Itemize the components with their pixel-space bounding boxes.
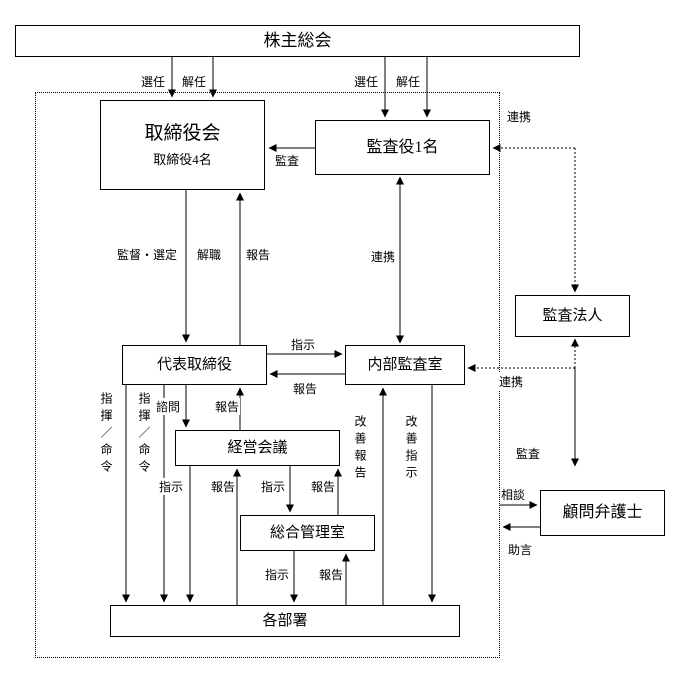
node-management-meeting: 経営会議 bbox=[175, 430, 340, 466]
label-advice: 助言 bbox=[507, 541, 534, 558]
node-general-management-office: 総合管理室 bbox=[240, 515, 375, 551]
label-report-from-management: 報告 bbox=[214, 398, 241, 415]
departments-label: 各部署 bbox=[262, 613, 308, 629]
label-dismiss-auditor: 解任 bbox=[395, 73, 422, 90]
label-command-2: 指揮／命令 bbox=[136, 392, 153, 477]
label-dismiss-rep: 解職 bbox=[196, 246, 223, 263]
corporate-auditor-label: 監査役1名 bbox=[366, 138, 439, 156]
label-consult-management: 諮問 bbox=[155, 398, 182, 415]
label-instruct-departments: 指示 bbox=[158, 478, 185, 495]
label-report-from-departments: 報告 bbox=[210, 478, 237, 495]
label-general-instruct-departments: 指示 bbox=[264, 566, 291, 583]
label-cooperation-auditor-auditfirm: 連携 bbox=[506, 108, 533, 125]
legal-advisor-label: 顧問弁護士 bbox=[562, 504, 643, 522]
node-representative-director: 代表取締役 bbox=[122, 345, 267, 385]
internal-audit-office-label: 内部監査室 bbox=[367, 357, 443, 373]
node-board-of-directors: 取締役会 取締役4名 bbox=[100, 100, 265, 190]
shareholders-meeting-label: 株主総会 bbox=[263, 30, 332, 50]
label-audit-of-board: 監査 bbox=[274, 152, 301, 169]
label-report-to-board: 報告 bbox=[245, 246, 272, 263]
label-supervise-select: 監督・選定 bbox=[116, 246, 179, 263]
management-meeting-label: 経営会議 bbox=[227, 440, 288, 456]
node-shareholders-meeting: 株主総会 bbox=[15, 25, 580, 57]
label-instruct-internal: 指示 bbox=[290, 336, 317, 353]
node-corporate-auditor: 監査役1名 bbox=[315, 120, 490, 175]
label-cooperation-auditor-internal: 連携 bbox=[370, 248, 397, 265]
board-of-directors-label: 取締役会 bbox=[144, 122, 221, 144]
label-report-from-internal: 報告 bbox=[292, 380, 319, 397]
label-improvement-instruction: 改善指示 bbox=[403, 415, 420, 483]
label-departments-report-general: 報告 bbox=[318, 566, 345, 583]
node-internal-audit-office: 内部監査室 bbox=[345, 345, 465, 385]
label-dismiss-board: 解任 bbox=[181, 73, 208, 90]
label-report-from-general: 報告 bbox=[310, 478, 337, 495]
node-departments: 各部署 bbox=[110, 605, 460, 637]
label-consultation: 相談 bbox=[500, 486, 527, 503]
representative-director-label: 代表取締役 bbox=[156, 357, 232, 373]
node-audit-firm: 監査法人 bbox=[515, 295, 630, 337]
audit-firm-label: 監査法人 bbox=[542, 308, 603, 324]
label-appoint-board: 選任 bbox=[140, 73, 167, 90]
label-command-1: 指揮／命令 bbox=[98, 392, 115, 477]
label-instruct-general: 指示 bbox=[260, 478, 287, 495]
label-appoint-auditor: 選任 bbox=[353, 73, 380, 90]
label-improvement-report: 改善報告 bbox=[352, 415, 369, 483]
label-cooperation-internal-auditfirm: 連携 bbox=[498, 373, 525, 390]
general-management-office-label: 総合管理室 bbox=[269, 525, 345, 541]
node-legal-advisor: 顧問弁護士 bbox=[540, 490, 665, 536]
label-audit-by-firm: 監査 bbox=[515, 445, 542, 462]
board-members-count-label: 取締役4名 bbox=[153, 151, 212, 167]
